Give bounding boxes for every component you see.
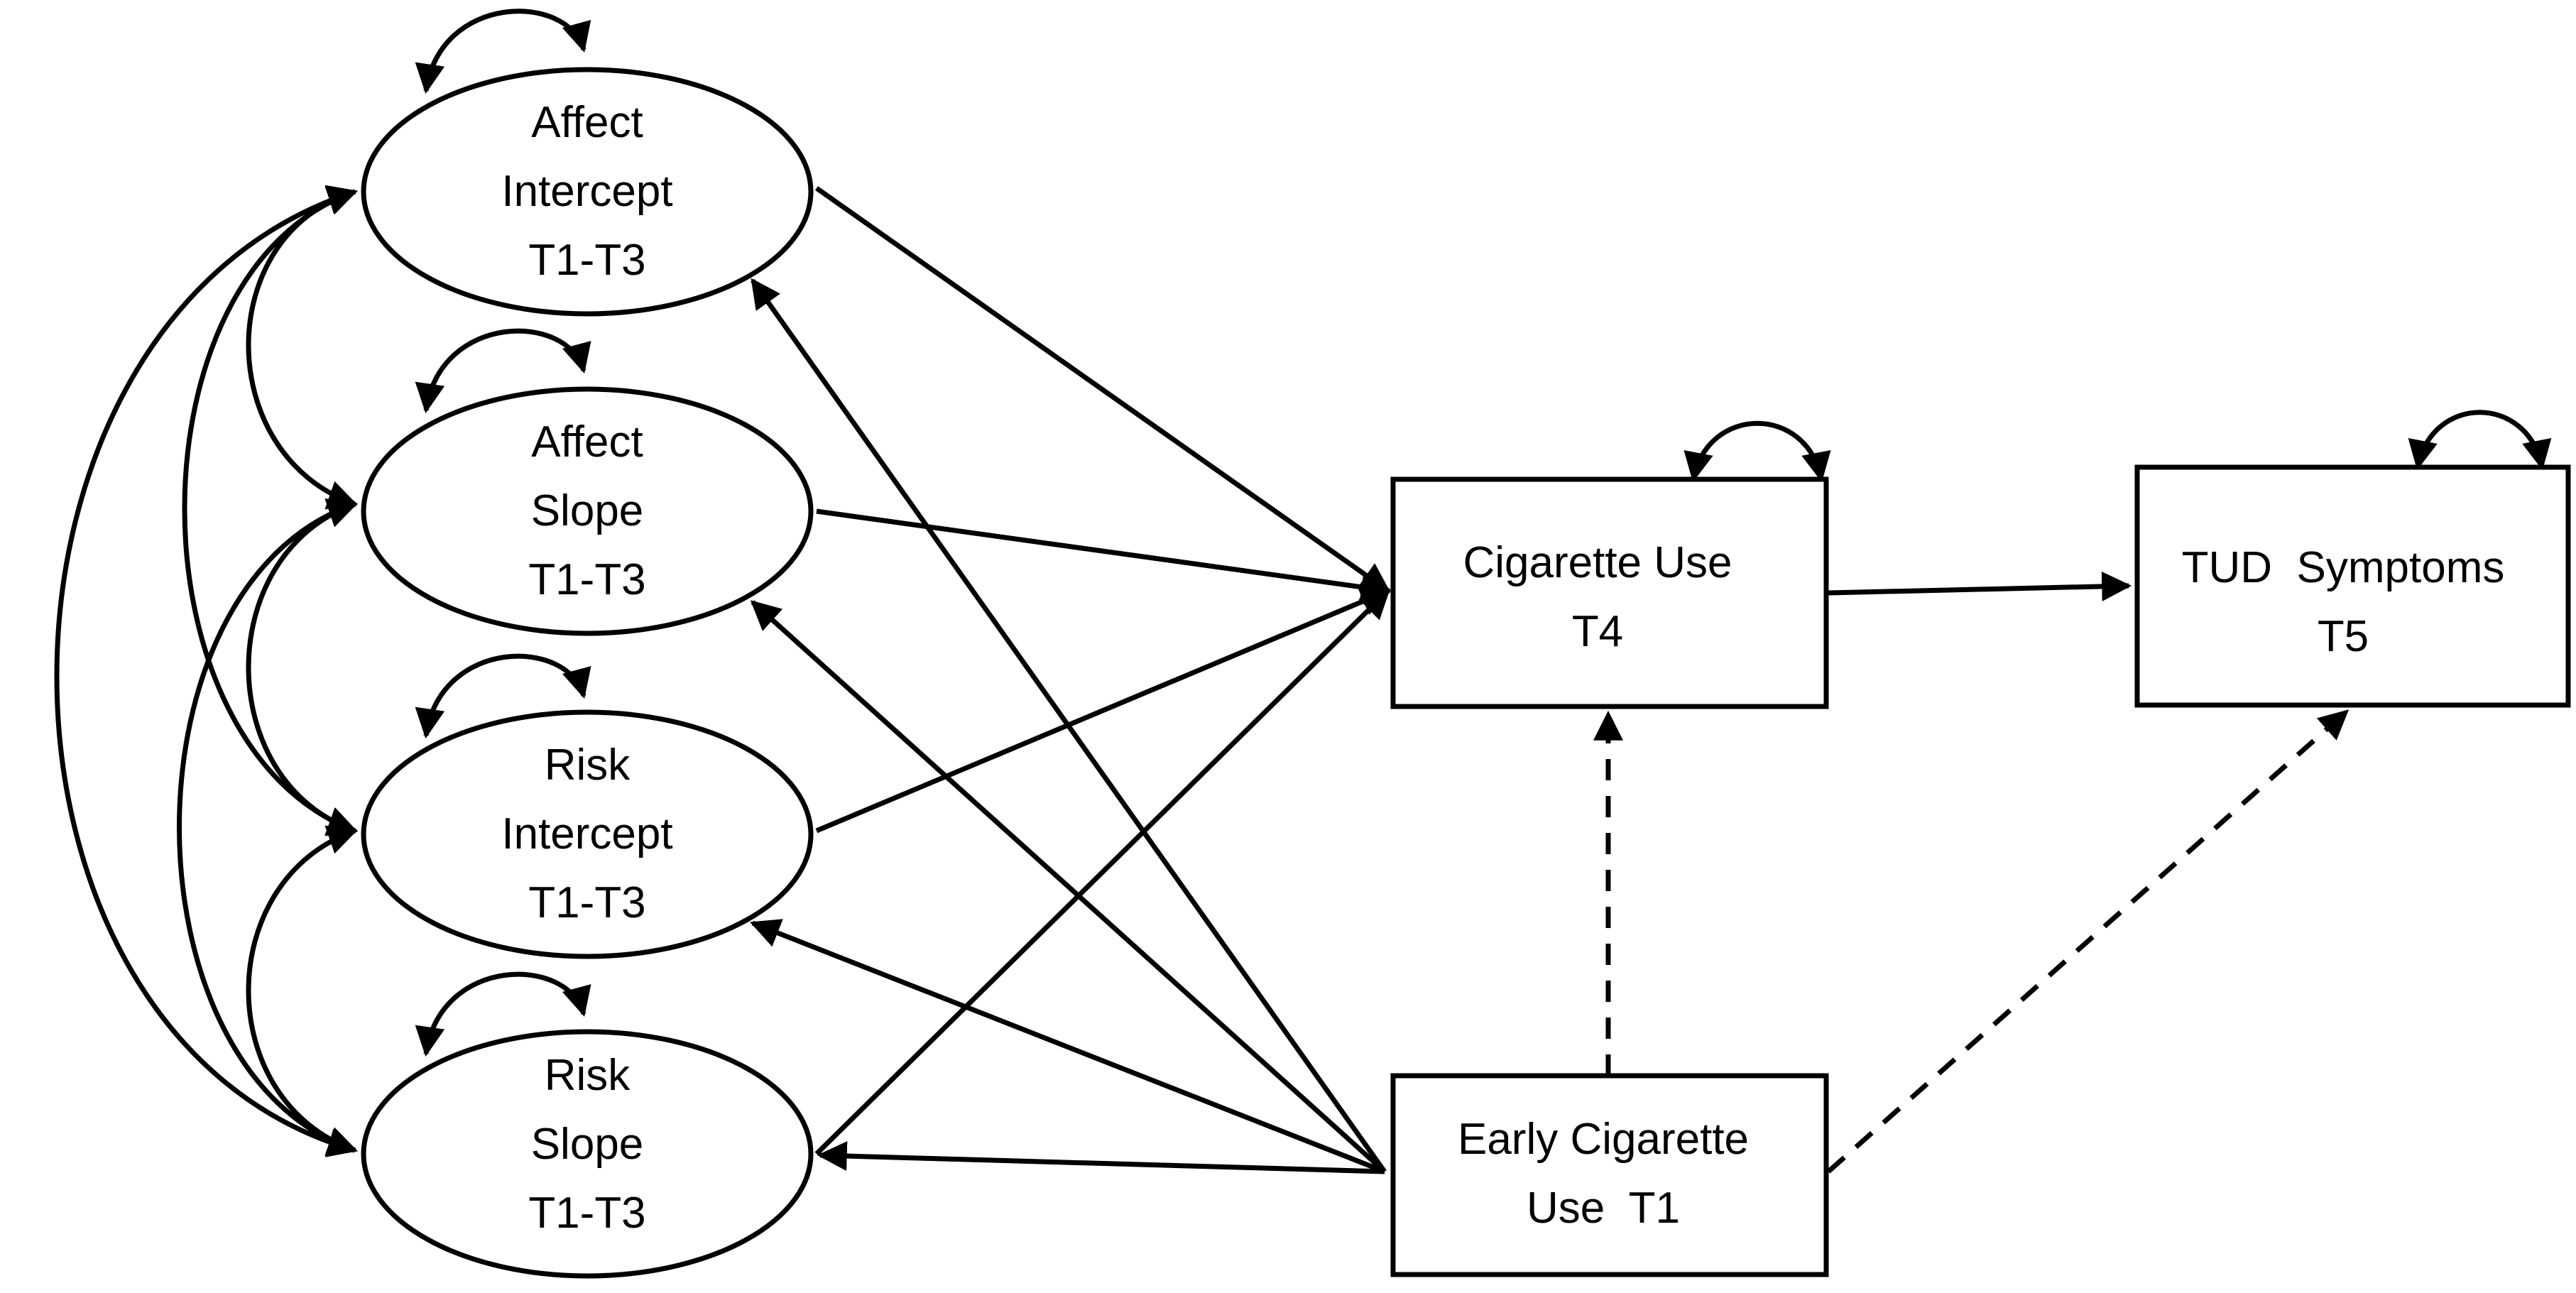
cov-affect-slope-risk-intercept xyxy=(246,498,358,836)
cov-affect-intercept-risk-slope xyxy=(54,185,359,1157)
node-label-line: Early Cigarette xyxy=(1458,1115,1749,1164)
path-early-use-to-affect-intercept xyxy=(751,278,1387,1174)
node-label-line: Intercept xyxy=(501,167,672,216)
node-label-line: Affect xyxy=(531,98,643,147)
node-risk-slope: Risk Slope T1-T3 xyxy=(361,1029,814,1279)
node-label-line: Slope xyxy=(531,1120,644,1169)
node-label-line: T1-T3 xyxy=(528,878,645,927)
variance-affect-slope xyxy=(415,328,591,414)
cov-affect-intercept-affect-slope xyxy=(246,185,359,510)
cov-affect-intercept-risk-intercept xyxy=(182,186,358,836)
node-label-line: Risk xyxy=(545,741,631,790)
path-early-use-to-tud-symptoms-dashed xyxy=(1826,709,2349,1174)
node-label-line: Affect xyxy=(531,418,643,467)
variance-tud-symptoms-t5 xyxy=(2408,410,2552,471)
cov-affect-slope-risk-slope xyxy=(177,498,358,1156)
node-affect-intercept: Affect Intercept T1-T3 xyxy=(361,67,814,317)
node-label-line: Slope xyxy=(531,486,644,535)
regression-paths xyxy=(750,186,2349,1174)
node-label-line: T5 xyxy=(2318,612,2369,661)
node-cigarette-use-t4: Cigarette Use T4 xyxy=(1390,476,1829,709)
path-cigarette-use-to-tud-symptoms xyxy=(1828,571,2132,601)
node-label-line: Risk xyxy=(545,1051,631,1100)
node-label-line: Use T1 xyxy=(1527,1184,1680,1233)
variance-loops xyxy=(415,9,2552,1057)
variance-risk-intercept xyxy=(415,653,591,739)
node-label-line: T1-T3 xyxy=(528,1189,645,1238)
node-label-line: T1-T3 xyxy=(528,555,645,604)
path-early-use-to-risk-slope xyxy=(817,1141,1385,1174)
node-label-line: Intercept xyxy=(501,809,672,858)
path-risk-intercept-to-cigarette-use xyxy=(815,587,1391,834)
node-label-line: Cigarette Use xyxy=(1463,538,1732,587)
path-early-use-to-affect-slope xyxy=(750,600,1387,1174)
node-label-line: TUD Symptoms xyxy=(2182,543,2505,592)
node-label-line: T4 xyxy=(1572,607,1623,656)
path-affect-slope-to-cigarette-use xyxy=(816,508,1392,602)
variance-risk-slope xyxy=(415,971,591,1057)
cov-risk-intercept-risk-slope xyxy=(246,825,358,1156)
node-label-line: T1-T3 xyxy=(528,236,645,285)
variance-cigarette-use-t4 xyxy=(1683,420,1831,483)
node-affect-slope: Affect Slope T1-T3 xyxy=(361,386,814,636)
node-tud-symptoms-t5: TUD Symptoms T5 xyxy=(2134,464,2571,708)
path-affect-intercept-to-cigarette-use xyxy=(814,186,1391,593)
node-early-cigarette-use-t1: Early Cigarette Use T1 xyxy=(1390,1073,1829,1277)
path-early-use-to-risk-intercept xyxy=(750,919,1386,1174)
covariance-arcs xyxy=(54,185,359,1157)
variance-affect-intercept xyxy=(415,9,591,94)
node-risk-intercept: Risk Intercept T1-T3 xyxy=(361,709,814,959)
path-risk-slope-to-cigarette-use xyxy=(814,589,1390,1156)
